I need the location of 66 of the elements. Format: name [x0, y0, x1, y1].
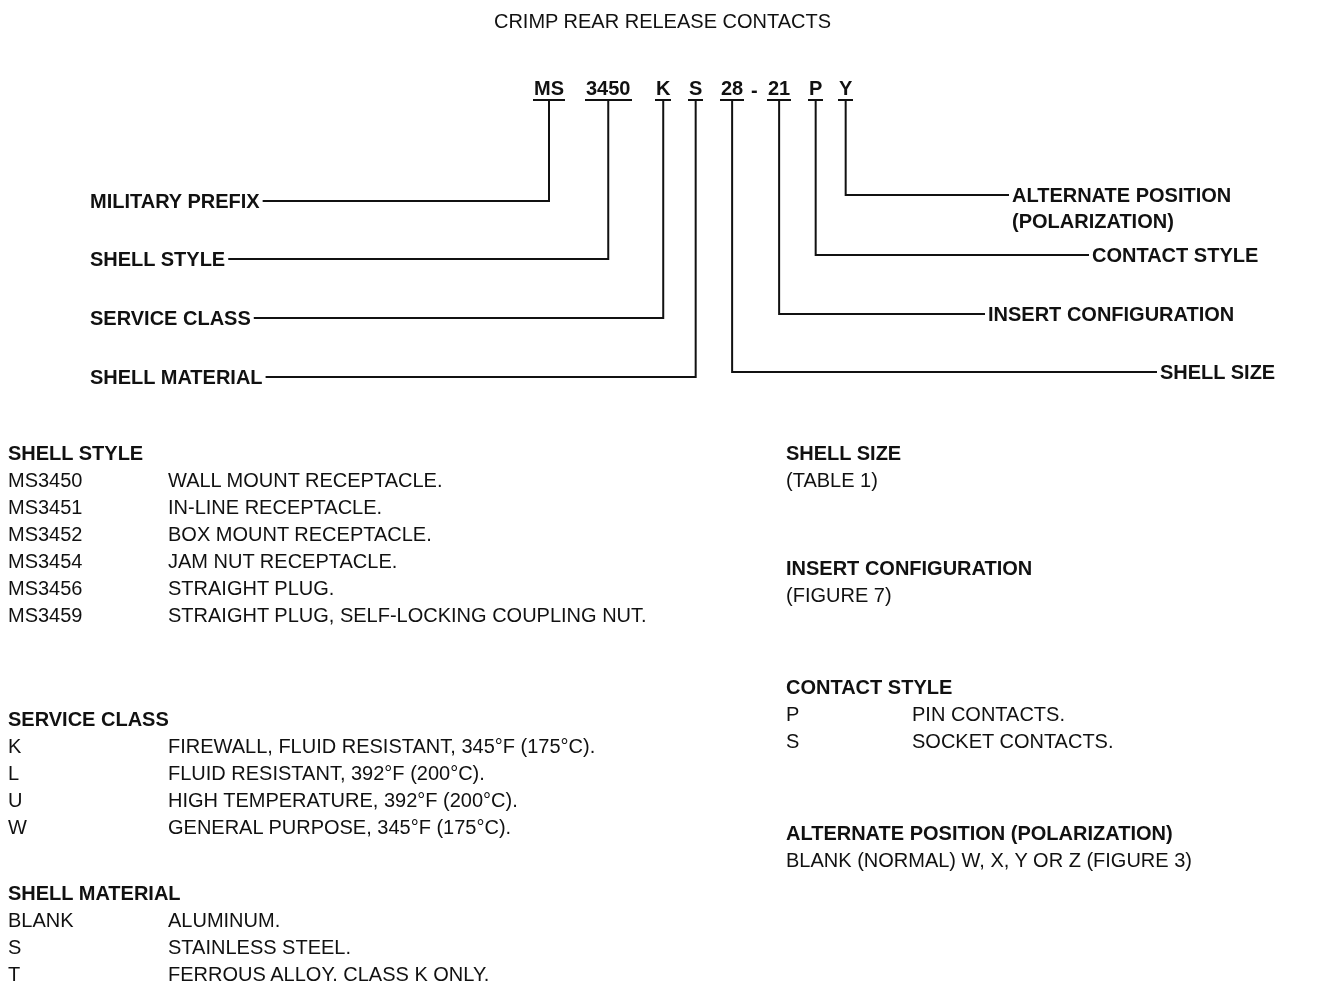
title: CRIMP REAR RELEASE CONTACTS [492, 9, 833, 34]
code-text: P [786, 702, 800, 727]
field-label: SHELL MATERIAL [90, 364, 263, 390]
code-text: MS3451 [8, 495, 83, 520]
field-label: INSERT CONFIGURATION [988, 301, 1235, 327]
description-text: IN-LINE RECEPTACLE. [168, 495, 383, 520]
section-heading: SHELL SIZE [786, 441, 902, 466]
code-text: K [8, 734, 22, 759]
description-text: STAINLESS STEEL. [168, 935, 352, 960]
description-text: FERROUS ALLOY. CLASS K ONLY. [168, 962, 490, 987]
code-text: T [8, 962, 21, 987]
section-heading: SERVICE CLASS [8, 707, 169, 732]
code-text: MS3450 [8, 468, 83, 493]
code-text: U [8, 788, 23, 813]
code-segment: Y [838, 77, 854, 101]
field-label: SERVICE CLASS [90, 305, 251, 331]
code-text: S [8, 935, 22, 960]
leader-line [264, 100, 697, 378]
field-label: MILITARY PREFIX [90, 188, 260, 214]
code-text: MS3456 [8, 576, 83, 601]
description-text: HIGH TEMPERATURE, 392°F (200°C). [168, 788, 518, 813]
code-text: L [8, 761, 20, 786]
note-text: (TABLE 1) [786, 468, 878, 493]
note-text: BLANK (NORMAL) W, X, Y OR Z (FIGURE 3) [786, 848, 1192, 873]
code-segment: S [688, 77, 704, 101]
section-heading: ALTERNATE POSITION (POLARIZATION) [786, 821, 1173, 846]
description-text: ALUMINUM. [168, 908, 281, 933]
leader-line [778, 100, 986, 315]
code-text: BLANK [8, 908, 74, 933]
code-segment: P [808, 77, 824, 101]
code-text: W [8, 815, 27, 840]
section-heading: SHELL STYLE [8, 441, 144, 466]
leader-line [814, 100, 1090, 256]
description-text: JAM NUT RECEPTACLE. [168, 549, 398, 574]
section-heading: SHELL MATERIAL [8, 881, 181, 906]
description-text: GENERAL PURPOSE, 345°F (175°C). [168, 815, 512, 840]
section-heading: CONTACT STYLE [786, 675, 953, 700]
code-text: MS3454 [8, 549, 83, 574]
code-segment: MS [533, 77, 565, 101]
leader-line [844, 100, 1010, 196]
description-text: PIN CONTACTS. [912, 702, 1065, 727]
separator-dash: - [751, 78, 758, 103]
description-text: WALL MOUNT RECEPTACLE. [168, 468, 443, 493]
code-text: MS3459 [8, 603, 83, 628]
field-label: CONTACT STYLE [1092, 242, 1259, 268]
field-label: SHELL SIZE [1160, 359, 1276, 385]
code-segment: 3450 [585, 77, 632, 101]
code-text: MS3452 [8, 522, 83, 547]
code-text: S [786, 729, 800, 754]
code-segment: K [655, 77, 672, 101]
leader-line [261, 100, 550, 202]
section-heading: INSERT CONFIGURATION [786, 556, 1033, 581]
description-text: SOCKET CONTACTS. [912, 729, 1114, 754]
note-text: (FIGURE 7) [786, 583, 892, 608]
description-text: FLUID RESISTANT, 392°F (200°C). [168, 761, 485, 786]
code-segment: 21 [767, 77, 792, 101]
leader-line [731, 100, 1158, 373]
description-text: STRAIGHT PLUG. [168, 576, 335, 601]
field-label: ALTERNATE POSITION (POLARIZATION) [1012, 182, 1307, 234]
description-text: FIREWALL, FLUID RESISTANT, 345°F (175°C). [168, 734, 596, 759]
field-label: SHELL STYLE [90, 246, 226, 272]
description-text: BOX MOUNT RECEPTACLE. [168, 522, 432, 547]
leader-line [227, 100, 610, 260]
code-segment: 28 [720, 77, 745, 101]
description-text: STRAIGHT PLUG, SELF-LOCKING COUPLING NUT. [168, 603, 648, 628]
leader-line [252, 100, 665, 319]
